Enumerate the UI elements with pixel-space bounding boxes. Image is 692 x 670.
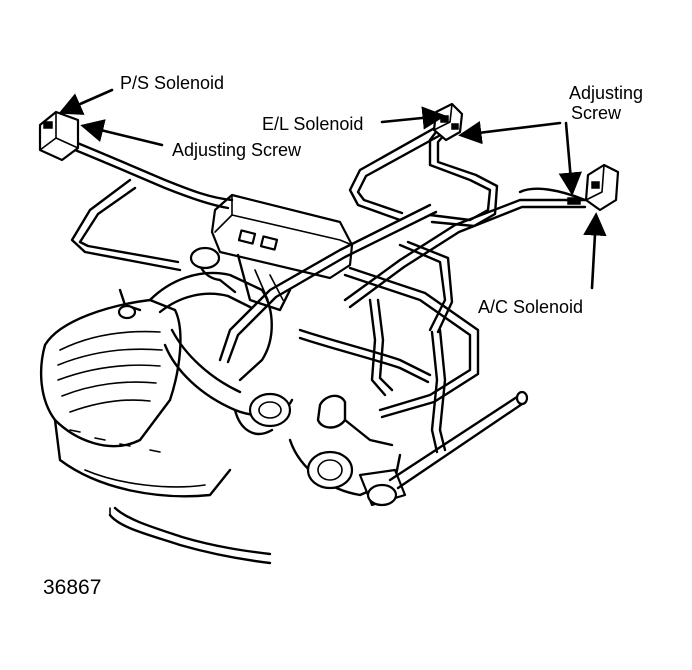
ps-solenoid-body bbox=[38, 110, 80, 162]
intake-elbow bbox=[148, 271, 294, 436]
ac-solenoid-arrow bbox=[583, 212, 607, 290]
ac-adjusting-screw-arrow-down bbox=[558, 121, 582, 196]
callout-arrows bbox=[58, 88, 607, 290]
ps-adjusting-screw-label: Adjusting Screw bbox=[172, 140, 302, 160]
ac-adjusting-screw-label-line2: Screw bbox=[571, 103, 622, 123]
ac-solenoid-body bbox=[567, 163, 620, 212]
front-accessories bbox=[288, 394, 407, 507]
vacuum-harness bbox=[68, 118, 587, 454]
el-solenoid-body bbox=[432, 102, 464, 142]
ac-adjusting-screw-arrow-left bbox=[458, 121, 562, 145]
ps-solenoid-label: P/S Solenoid bbox=[120, 73, 224, 93]
lower-hose bbox=[108, 390, 529, 565]
figure-id: 36867 bbox=[43, 576, 101, 599]
el-solenoid-arrow bbox=[380, 106, 446, 130]
ac-adjusting-screw-label-line1: Adjusting bbox=[569, 83, 643, 103]
ac-solenoid-label: A/C Solenoid bbox=[478, 297, 583, 317]
ps-adjusting-screw-arrow bbox=[80, 119, 164, 147]
plenum bbox=[189, 193, 354, 312]
ps-solenoid-arrow bbox=[58, 88, 114, 115]
el-solenoid-label: E/L Solenoid bbox=[262, 114, 363, 134]
engine-block bbox=[39, 298, 232, 498]
